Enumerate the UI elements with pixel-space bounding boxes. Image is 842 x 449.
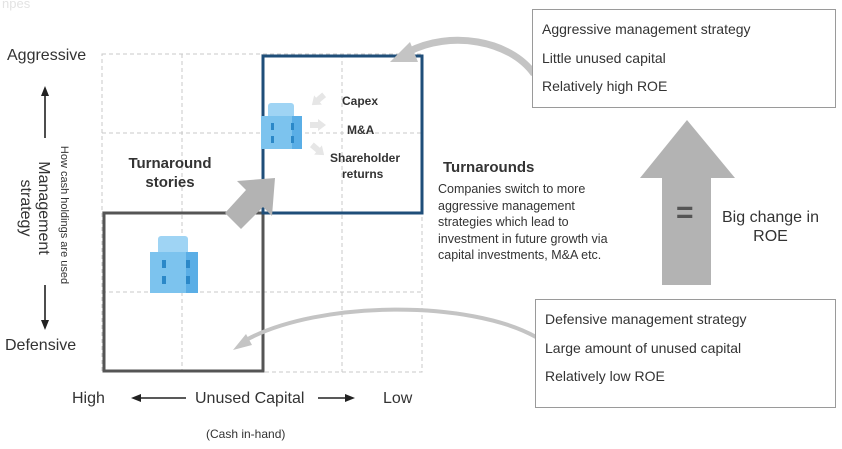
turnaround-stories-label: Turnaround stories: [112, 154, 228, 192]
turnarounds-title: Turnarounds: [443, 159, 535, 176]
building-icon-defensive: [150, 236, 198, 293]
turnarounds-line: strategies which lead to: [438, 215, 569, 229]
x-axis-arrow: [131, 394, 355, 402]
turnarounds-line: Companies switch to more: [438, 182, 586, 196]
aggressive-box-line: Little unused capital: [542, 50, 666, 66]
defensive-box-line: Large amount of unused capital: [545, 340, 742, 356]
big-change-label: Big change in ROE: [722, 208, 819, 246]
y-axis-title-line1: Management: [35, 161, 52, 255]
turnarounds-line: capital investments, M&A etc.: [438, 248, 602, 262]
y-axis-top-label: Aggressive: [7, 47, 87, 64]
equals-symbol: =: [676, 196, 694, 229]
building-icon-aggressive: [261, 103, 302, 149]
defensive-box-line: Relatively low ROE: [545, 368, 665, 384]
action-shareholder: Shareholder: [330, 151, 401, 165]
y-axis-title: Management strategy: [16, 161, 52, 254]
aggressive-info-box: Aggressive management strategy Little un…: [532, 9, 836, 108]
big-change-line1: Big change in: [722, 209, 819, 226]
y-axis-title-line2: strategy: [17, 179, 34, 237]
turnarounds-line: aggressive management: [438, 198, 575, 213]
turnarounds-line: investment in future growth via: [438, 231, 608, 246]
defensive-box-line: Defensive management strategy: [545, 311, 747, 327]
defensive-square: [102, 211, 265, 373]
big-up-arrow: [640, 120, 735, 285]
curved-arrow-top: [390, 36, 537, 77]
turnarounds-description: Companies switch to more aggressive mana…: [438, 181, 608, 264]
diagonal-arrow: [225, 178, 275, 229]
y-axis-bottom-label: Defensive: [5, 337, 77, 354]
aggressive-box-line: Relatively high ROE: [542, 78, 668, 94]
action-returns: returns: [342, 167, 384, 181]
curved-arrow-bottom: [233, 307, 537, 350]
action-capex: Capex: [342, 94, 379, 108]
aggressive-box-line: Aggressive management strategy: [542, 21, 751, 37]
faint-header-text: npes: [2, 0, 31, 11]
x-axis-title: Unused Capital: [195, 390, 305, 407]
x-axis-left-label: High: [72, 390, 105, 407]
defensive-info-box: Defensive management strategy Large amou…: [535, 299, 836, 408]
y-axis-arrow: [41, 86, 49, 330]
big-change-line2: ROE: [753, 228, 788, 245]
y-axis-subtitle: How cash holdings are used: [58, 145, 70, 285]
small-arrows: [309, 92, 327, 156]
turnaround-stories-line2: stories: [145, 174, 195, 191]
x-axis-subtitle: (Cash in-hand): [206, 427, 286, 441]
action-ma: M&A: [347, 123, 375, 137]
turnaround-stories-line1: Turnaround: [128, 155, 212, 172]
x-axis-right-label: Low: [383, 390, 413, 407]
